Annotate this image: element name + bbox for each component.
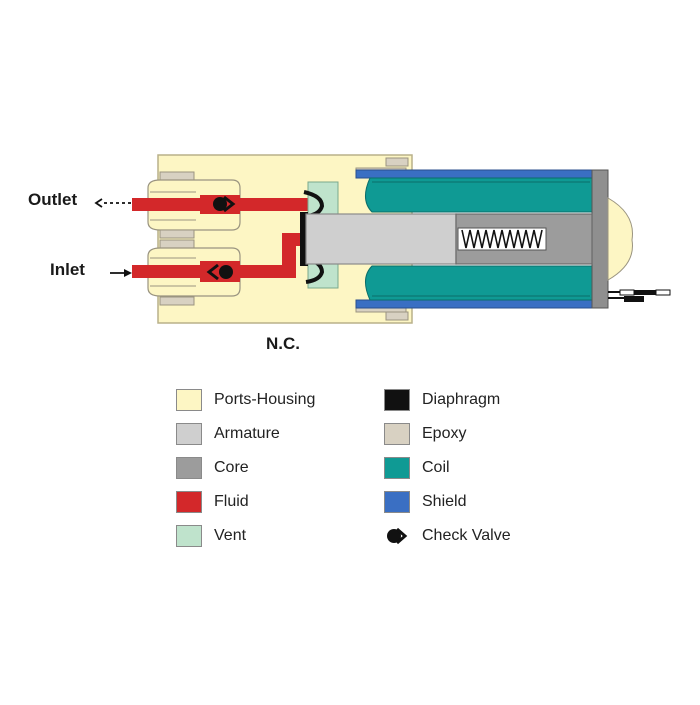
inlet-arrow [110,269,132,277]
legend-item-ports-housing: Ports-Housing [176,388,315,412]
armature [305,213,457,265]
legend-label: Check Valve [422,527,511,544]
legend-item-core: Core [176,456,249,480]
legend-label: Coil [422,459,450,476]
mode-label: N.C. [266,334,300,353]
legend-label: Core [214,459,249,476]
legend-item-diaphragm: Diaphragm [384,388,500,412]
inlet-label: Inlet [50,260,85,279]
legend-swatch [384,457,410,479]
legend-item-shield: Shield [384,490,466,514]
legend-swatch [384,491,410,513]
legend-item-fluid: Fluid [176,490,249,514]
legend-swatch [384,389,410,411]
outlet-check-valve [213,195,236,213]
legend-label: Ports-Housing [214,391,316,408]
coil [365,177,593,301]
legend-item-check-valve: Check Valve [384,524,511,548]
legend-swatch [176,423,202,445]
legend-label: Vent [214,527,247,544]
legend-item-epoxy: Epoxy [384,422,466,446]
legend-swatch [176,389,202,411]
end-cap [591,169,633,309]
spring [457,227,547,251]
check-valve-icon [384,525,410,547]
legend-label: Shield [422,493,467,510]
legend-item-armature: Armature [176,422,280,446]
legend-label: Fluid [214,493,249,510]
legend-label: Diaphragm [422,391,501,408]
lead-wires [608,289,671,302]
legend-label: Armature [214,425,280,442]
legend-label: Epoxy [422,425,467,442]
legend-swatch [176,491,202,513]
outlet-arrow [94,198,132,208]
inlet-check-valve [206,263,233,281]
legend-item-coil: Coil [384,456,450,480]
legend-item-vent: Vent [176,524,246,548]
legend-swatch [384,423,410,445]
legend-swatch [176,457,202,479]
legend-swatch [176,525,202,547]
outlet-label: Outlet [28,190,78,209]
